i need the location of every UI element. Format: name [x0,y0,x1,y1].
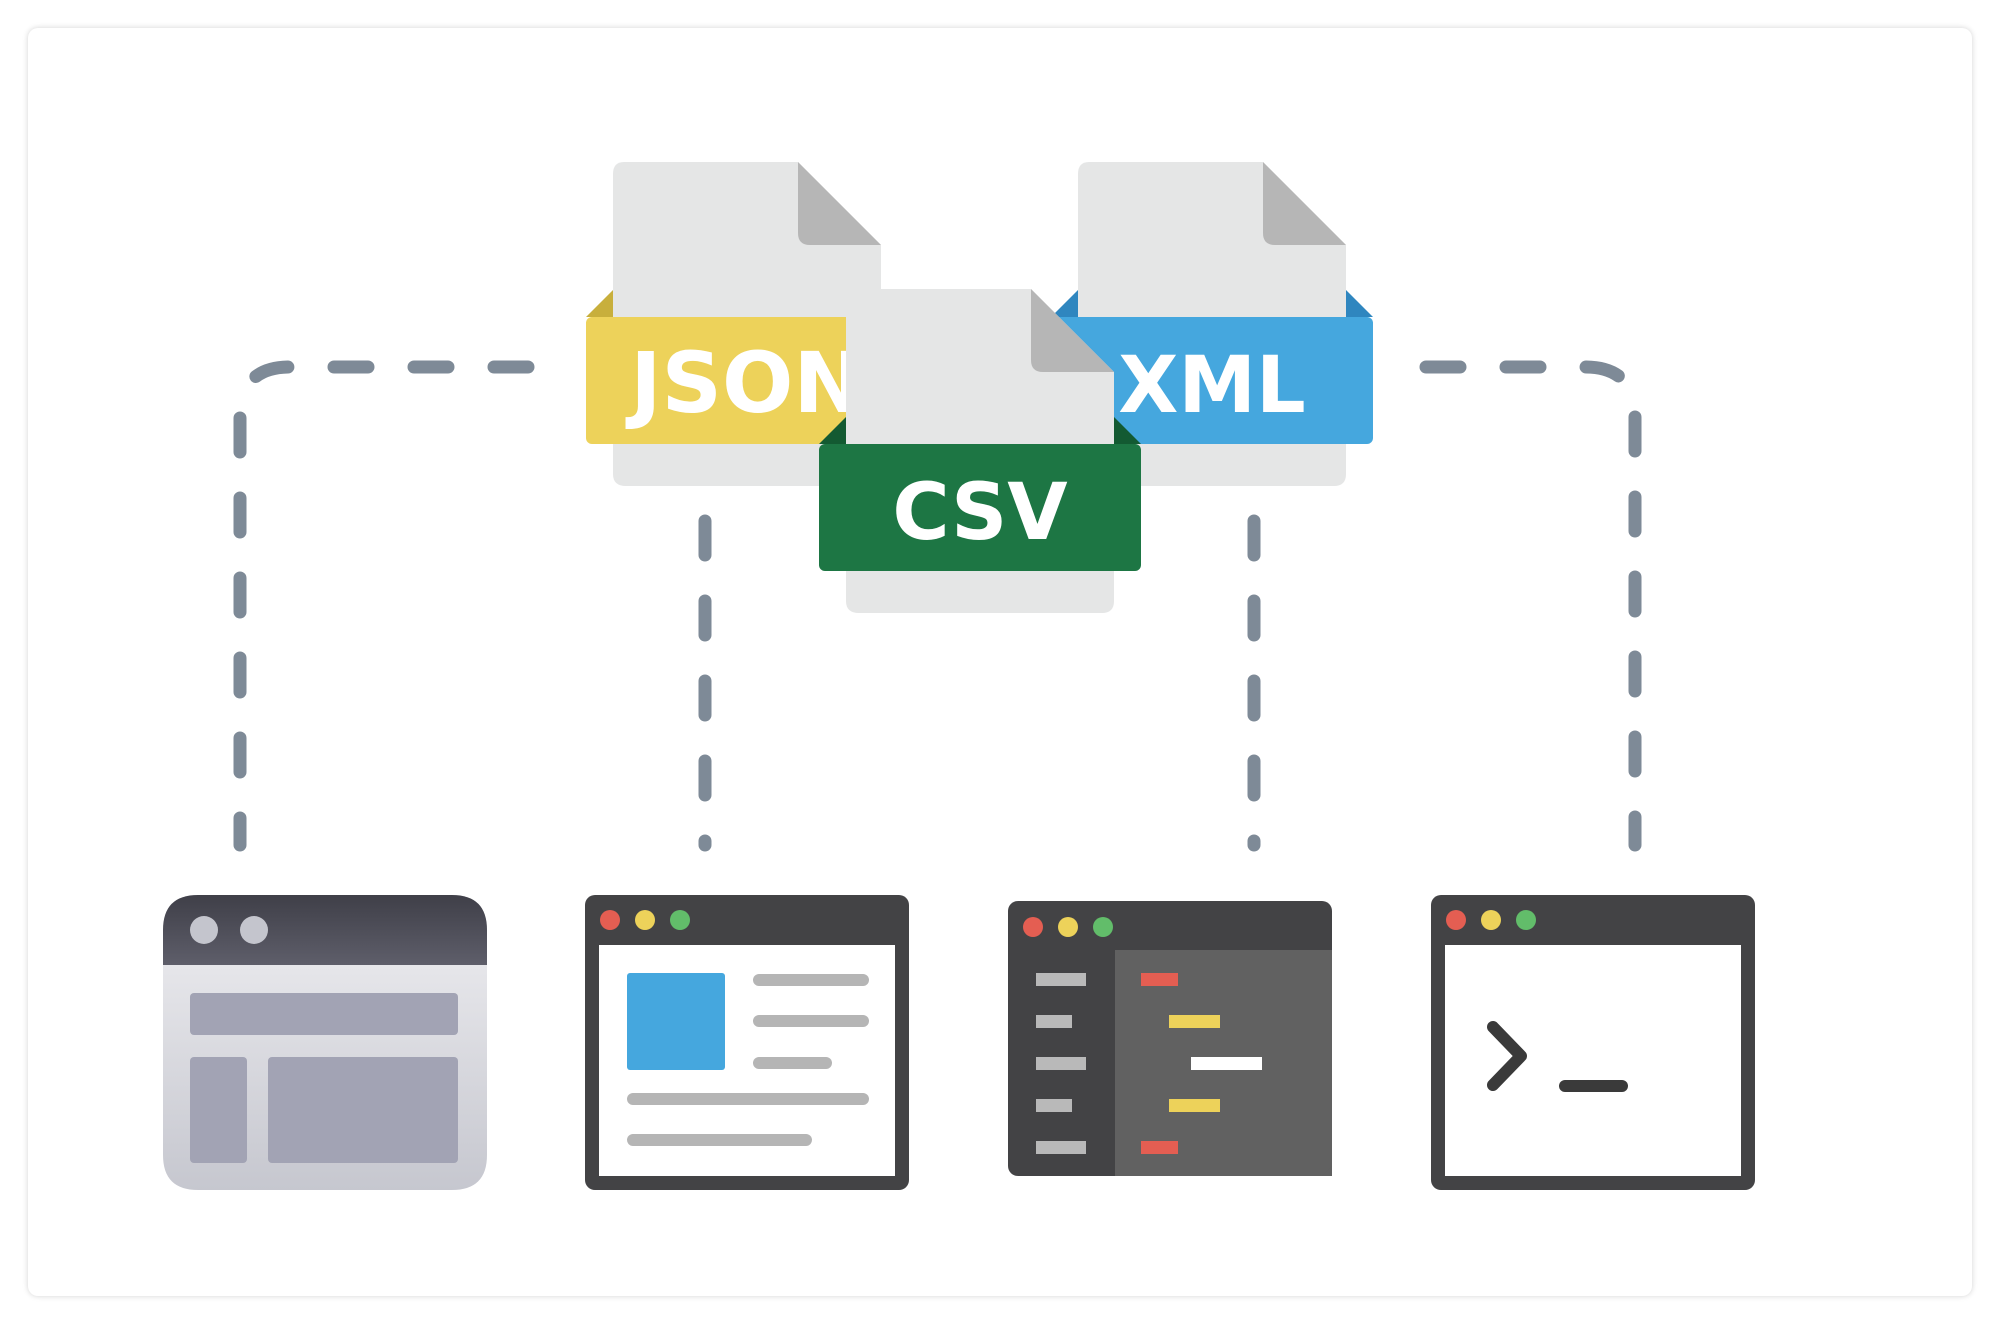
xml-document-fold [1263,162,1346,245]
xml-banner-fold-right [1346,290,1373,317]
connector-xml-to-terminal [1419,360,1642,852]
browser-image-block [627,973,725,1070]
editor-line-number-4 [1036,1099,1072,1112]
code-editor-icon [1008,901,1332,1176]
json-document-fold [798,162,881,245]
app-window-sidebar-block [190,1057,247,1163]
browser-dot-red [600,910,620,930]
browser-dot-yellow [635,910,655,930]
app-window-header-block [190,993,458,1035]
xml-banner [1051,317,1373,444]
editor-dot-red [1023,917,1043,937]
csv-banner-fold-left [819,417,846,444]
app-window-dot-2 [240,916,268,944]
editor-dot-yellow [1058,917,1078,937]
browser-window-icon [585,895,909,1190]
app-window-icon [163,895,487,1190]
editor-line-number-1 [1036,973,1086,986]
app-window-content-block [268,1057,458,1163]
xml-file-icon: XML [1051,162,1373,486]
editor-dot-green [1093,917,1113,937]
editor-code-token-1 [1141,973,1178,986]
app-window-titlebar [163,895,487,965]
editor-line-number-3 [1036,1057,1086,1070]
editor-code-pane-corner [1322,1166,1332,1176]
terminal-window-icon [1431,895,1755,1190]
json-file-icon: JSON [586,162,908,486]
app-window-dot-1 [190,916,218,944]
csv-banner-fold-right [1114,417,1141,444]
terminal-dot-green [1516,910,1536,930]
editor-code-token-5 [1141,1141,1178,1154]
json-banner [586,317,908,444]
editor-line-number-5 [1036,1141,1086,1154]
xml-label: XML [1118,341,1305,431]
editor-code-token-2 [1169,1015,1220,1028]
editor-line-number-2 [1036,1015,1072,1028]
terminal-window-content [1445,945,1741,1176]
json-banner-fold [586,290,613,317]
terminal-dot-red [1446,910,1466,930]
terminal-prompt-chevron-icon [1487,1021,1527,1091]
csv-file-icon: CSV [819,289,1141,613]
csv-banner [819,444,1141,571]
connector-json-to-app-window [233,360,535,852]
editor-code-token-4 [1169,1099,1220,1112]
connector-lines [233,360,1642,852]
xml-banner-fold-left [1051,290,1078,317]
editor-code-token-3 [1191,1057,1262,1070]
json-label: JSON [625,334,863,432]
terminal-dot-yellow [1481,910,1501,930]
csv-label: CSV [892,468,1067,558]
browser-dot-green [670,910,690,930]
csv-document-fold [1031,289,1114,372]
